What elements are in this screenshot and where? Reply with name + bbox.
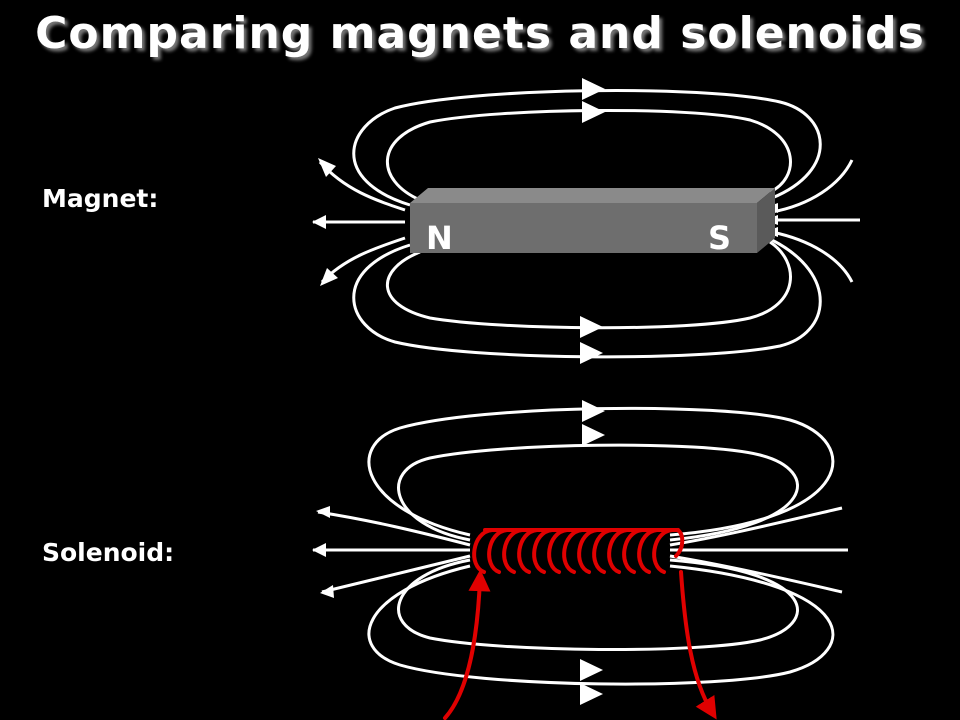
arrow-right-icon — [582, 101, 605, 123]
arrow-down-left-icon — [320, 268, 338, 286]
arrow-right-icon — [580, 659, 603, 681]
magnet-side-face — [757, 188, 775, 253]
magnet-top-face — [410, 188, 775, 203]
magnet-front-face — [410, 203, 757, 253]
solenoid-label: Solenoid: — [42, 538, 175, 567]
bar-magnet: N S — [410, 188, 775, 257]
arrow-left-icon — [312, 543, 326, 557]
arrow-left-icon — [316, 506, 330, 518]
arrow-right-icon — [580, 683, 603, 705]
south-pole-label: S — [708, 219, 731, 257]
arrow-right-icon — [582, 78, 605, 100]
coil-turn — [652, 528, 674, 574]
field-line-top-outer — [367, 406, 835, 537]
arrow-right-icon — [580, 342, 603, 364]
current-out-wire — [679, 570, 717, 720]
solenoid-arrows — [312, 400, 605, 705]
field-line-s-down — [771, 230, 854, 283]
arrow-right-icon — [580, 316, 603, 338]
field-line-bottom-inner — [397, 558, 799, 652]
solenoid-coil — [443, 528, 717, 720]
field-line-right-up — [669, 506, 843, 547]
solenoid-field-lines — [313, 406, 848, 686]
field-line-left-up — [317, 510, 471, 547]
field-line-top-inner — [397, 443, 799, 542]
north-pole-label: N — [426, 219, 453, 257]
slide-title: Comparing magnets and solenoids — [35, 8, 925, 59]
arrow-right-icon — [582, 424, 605, 446]
current-in-wire — [443, 569, 491, 720]
coil-end-right — [674, 528, 685, 558]
magnet-label: Magnet: — [42, 184, 159, 213]
field-line-left-down — [321, 554, 471, 594]
field-line-right-down — [669, 554, 843, 594]
arrow-left-icon — [312, 215, 326, 229]
arrow-right-icon — [582, 400, 605, 422]
field-line-bottom-outer — [352, 238, 822, 359]
field-line-bottom-outer — [367, 564, 835, 686]
arrow-up-left-icon — [318, 158, 336, 177]
field-line-s-up — [771, 159, 854, 214]
field-line-top-inner — [385, 108, 792, 202]
arrow-left-icon — [320, 585, 334, 598]
